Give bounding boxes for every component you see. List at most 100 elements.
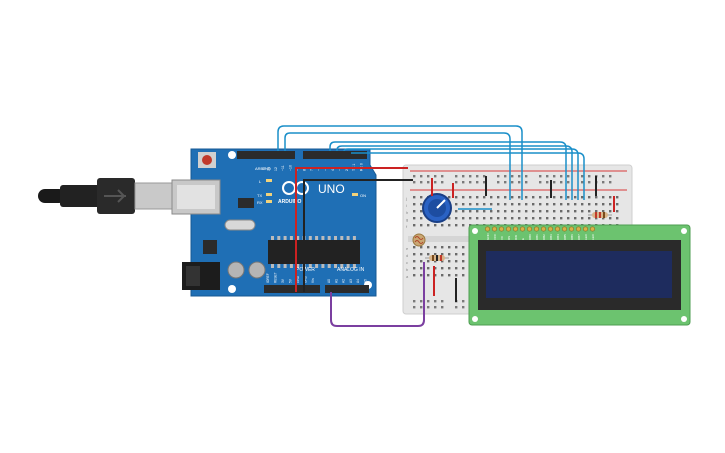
breadboard-hole [448, 196, 451, 199]
led-tx-label: TX [257, 193, 262, 198]
analog-pin-label: A2 [342, 279, 346, 283]
lcd-pin[interactable] [554, 226, 560, 232]
breadboard-hole [413, 274, 416, 277]
photoresistor[interactable] [412, 233, 426, 247]
lcd-pin[interactable] [526, 226, 532, 232]
breadboard-hole [602, 210, 605, 213]
lcd-pin[interactable] [484, 226, 490, 232]
wire-data[interactable] [351, 152, 585, 200]
chip-pin [283, 264, 287, 268]
wire-gnd[interactable] [303, 179, 413, 292]
rail-hole [462, 300, 465, 303]
breadboard-hole [420, 203, 423, 206]
resistor-sensor[interactable] [425, 255, 449, 261]
wire-5v[interactable] [295, 167, 408, 292]
rail-hole [567, 181, 570, 184]
breadboard-hole [553, 196, 556, 199]
breadboard-hole [476, 196, 479, 199]
breadboard-hole [532, 203, 535, 206]
breadboard-hole [567, 203, 570, 206]
breadboard-hole [448, 267, 451, 270]
breadboard-hole [483, 196, 486, 199]
breadboard-hole [434, 253, 437, 256]
potentiometer-indicator [436, 199, 446, 209]
breadboard-hole [448, 217, 451, 220]
breadboard-hole [427, 246, 430, 249]
lcd-pin[interactable] [505, 226, 511, 232]
lcd-pin[interactable] [568, 226, 574, 232]
breadboard-hole [455, 260, 458, 263]
reset-button[interactable] [202, 155, 212, 165]
chip-pin [346, 236, 350, 240]
breadboard-hole [595, 203, 598, 206]
resistor-band [440, 255, 442, 261]
chip-pin [340, 264, 344, 268]
breadboard-hole [462, 267, 465, 270]
row-letter: g [406, 217, 408, 222]
breadboard-hole [518, 217, 521, 220]
breadboard-hole [616, 210, 619, 213]
wire-data[interactable] [284, 132, 511, 200]
lcd-pin[interactable] [519, 226, 525, 232]
breadboard-hole [609, 203, 612, 206]
breadboard-hole [504, 196, 507, 199]
breadboard-hole [490, 203, 493, 206]
breadboard-hole [434, 224, 437, 227]
analog-header[interactable] [325, 285, 369, 293]
rail-hole [602, 175, 605, 178]
lcd-pin[interactable] [589, 226, 595, 232]
breadboard-hole [581, 210, 584, 213]
lcd-pin[interactable] [533, 226, 539, 232]
wire-data[interactable] [277, 125, 523, 200]
rail-hole [588, 175, 591, 178]
breadboard-hole [595, 210, 598, 213]
lcd-screen [486, 251, 672, 298]
lcd-pin[interactable] [582, 226, 588, 232]
lcd-pin-label: DB4 [556, 234, 560, 240]
led-l-label: L [259, 179, 262, 184]
digital-header-left[interactable] [237, 151, 295, 159]
breadboard-hole [539, 203, 542, 206]
breadboard-hole [462, 196, 465, 199]
lcd-pin[interactable] [561, 226, 567, 232]
breadboard-hole [553, 203, 556, 206]
breadboard-hole [476, 210, 479, 213]
breadboard-hole [581, 203, 584, 206]
lcd-pin[interactable] [491, 226, 497, 232]
power-jack-socket [186, 266, 200, 286]
breadboard-hole [441, 260, 444, 263]
wires[interactable] [277, 125, 615, 327]
lcd-pin[interactable] [575, 226, 581, 232]
usb-symbol-icon [104, 189, 126, 203]
mounting-hole [228, 151, 236, 159]
breadboard-hole [504, 210, 507, 213]
rail-hole [455, 175, 458, 178]
resistor-band [603, 212, 605, 218]
breadboard-hole [609, 217, 612, 220]
rail-hole [434, 306, 437, 309]
lcd-pin-label: DB7 [577, 234, 581, 240]
breadboard-hole [546, 203, 549, 206]
lcd-pin[interactable] [540, 226, 546, 232]
lcd-pin[interactable] [547, 226, 553, 232]
lcd-pin[interactable] [512, 226, 518, 232]
resistor-backlight[interactable] [588, 212, 612, 218]
lcd-mounting-hole [681, 316, 687, 322]
power-header[interactable] [264, 285, 320, 293]
wire-a0-sensor[interactable] [330, 262, 425, 327]
lcd-pin[interactable] [498, 226, 504, 232]
potentiometer[interactable] [422, 193, 452, 223]
usb-cable[interactable] [38, 178, 174, 214]
breadboard-hole [518, 196, 521, 199]
breadboard-hole [539, 210, 542, 213]
breadboard-hole [525, 217, 528, 220]
rail-hole [539, 181, 542, 184]
lcd-mounting-hole [681, 228, 687, 234]
rail-hole [462, 175, 465, 178]
digital-header-right[interactable] [303, 151, 367, 159]
breadboard-hole [420, 210, 423, 213]
